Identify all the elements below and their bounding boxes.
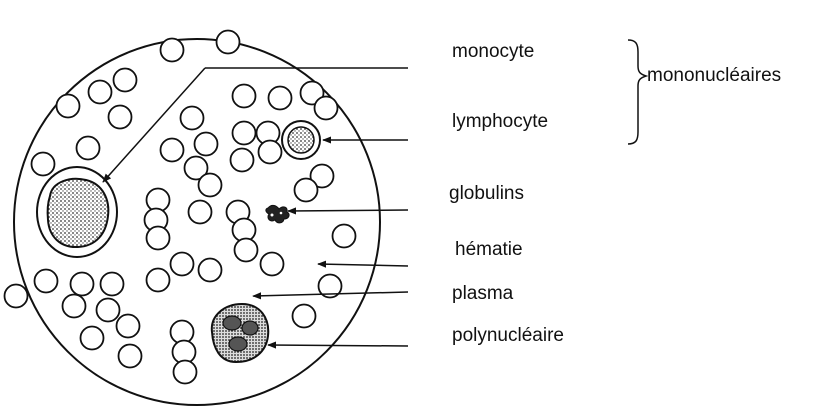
red-blood-cell (77, 137, 100, 160)
red-blood-cell (114, 69, 137, 92)
red-blood-cell (217, 31, 240, 54)
red-blood-cell (261, 253, 284, 276)
red-blood-cell (233, 122, 256, 145)
red-blood-cell (101, 273, 124, 296)
red-blood-cell (231, 149, 254, 172)
red-blood-cell (161, 39, 184, 62)
arrow-polynucleaire (268, 345, 408, 346)
red-blood-cell (333, 225, 356, 248)
red-blood-cell (71, 273, 94, 296)
arrow-globulins (288, 210, 408, 211)
red-blood-cell (35, 270, 58, 293)
polynucleaire-cell (212, 304, 268, 362)
red-blood-cell (119, 345, 142, 368)
red-blood-cell (147, 227, 170, 250)
red-blood-cell (57, 95, 80, 118)
red-blood-cell (189, 201, 212, 224)
red-blood-cell (32, 153, 55, 176)
globulins-cluster (266, 205, 289, 223)
arrow-hematie (318, 264, 408, 266)
label-lymphocyte: lymphocyte (452, 112, 548, 131)
red-blood-cell (259, 141, 282, 164)
red-blood-cell (199, 259, 222, 282)
red-blood-cell (89, 81, 112, 104)
label-hematie: hématie (455, 240, 523, 259)
red-blood-cell (195, 133, 218, 156)
red-blood-cell (235, 239, 258, 262)
red-blood-cell (109, 106, 132, 129)
red-blood-cell (117, 315, 140, 338)
red-blood-cell (97, 299, 120, 322)
lymphocyte-cell (282, 121, 320, 159)
red-blood-cell (63, 295, 86, 318)
label-monocyte: monocyte (452, 42, 534, 61)
red-blood-cell (269, 87, 292, 110)
red-blood-cell (147, 269, 170, 292)
red-blood-cell (81, 327, 104, 350)
label-polynucleaire: polynucléaire (452, 326, 564, 345)
red-blood-cell (5, 285, 28, 308)
label-mononucleaires: mononucléaires (647, 66, 781, 85)
mononucleaires-brace (628, 40, 646, 144)
red-blood-cell (161, 139, 184, 162)
red-blood-cell (315, 97, 338, 120)
label-globulins: globulins (449, 184, 524, 203)
red-blood-cell (181, 107, 204, 130)
label-plasma: plasma (452, 284, 513, 303)
red-blood-cell (171, 253, 194, 276)
red-blood-cell (174, 361, 197, 384)
red-blood-cell (233, 85, 256, 108)
red-blood-cell (293, 305, 316, 328)
red-blood-cell (295, 179, 318, 202)
red-blood-cell (199, 174, 222, 197)
